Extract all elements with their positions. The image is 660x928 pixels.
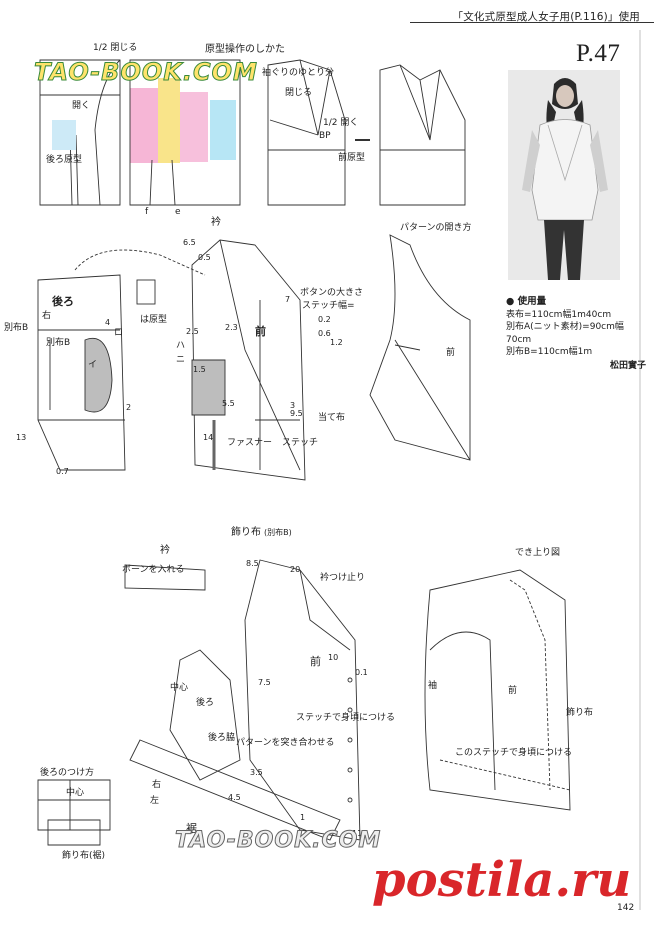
measure: 3.5	[250, 768, 263, 777]
measure: 0.1	[355, 668, 368, 677]
author-name: 松田實子	[609, 360, 646, 371]
watermark-top: TAO-BOOK.COM	[34, 58, 258, 87]
measure: 1	[300, 813, 305, 822]
measure: 10	[328, 653, 338, 662]
title-back-attach: 後ろのつけ方	[40, 766, 94, 778]
label-back: 後ろ	[52, 294, 74, 308]
label-front-block: 前原型	[338, 151, 365, 163]
measure: 6.5	[183, 238, 196, 247]
header-note: 「文化式原型成人女子用(P.116)」使用	[452, 11, 640, 23]
mark-ha: ハ	[176, 341, 185, 351]
label-button-size: ボタンの大きさ	[300, 286, 363, 298]
measure: 7.5	[258, 678, 271, 687]
label-close-half: 1/2 閉じる	[93, 42, 137, 53]
model-figure	[508, 70, 620, 280]
title-pattern-open: パターンの開き方	[400, 221, 472, 233]
label-back2: 後ろ	[196, 696, 214, 708]
label-e: e	[175, 207, 181, 217]
label-fastener: ファスナー	[227, 437, 272, 448]
label-back-side: 後ろ脇	[208, 731, 235, 743]
page-number: 142	[617, 903, 635, 913]
label-stitch-body2: このステッチで身頃につける	[455, 746, 572, 758]
measure: 4	[105, 318, 110, 327]
title-collar2: 衿	[160, 543, 170, 556]
materials-line: 別布B=110cm幅1m	[506, 347, 593, 357]
measure: 0.2	[318, 315, 331, 324]
label-center2: 中心	[66, 786, 84, 798]
measure: 2.5	[186, 327, 199, 336]
materials-line: 表布=110cm幅1m40cm	[506, 309, 612, 320]
label-hem: 裾	[186, 821, 197, 835]
mark-ni: ニ	[176, 355, 185, 365]
label-front-bottom: 前	[310, 654, 321, 668]
label-fabric-b2: 別布B	[46, 336, 70, 348]
label-stitch-body: ステッチで身頃につける	[296, 711, 395, 723]
model-photo	[508, 70, 620, 280]
measure: 7	[285, 295, 290, 304]
mark-ro: ロ	[114, 328, 123, 338]
label-fabric-b: 別布B	[4, 321, 28, 333]
measure: 1.5	[193, 365, 206, 374]
measure: 11	[352, 829, 362, 838]
label-armhole-ease: 袖ぐりのゆとり分	[262, 66, 334, 78]
label-f: f	[145, 207, 149, 217]
measure: 0.7	[56, 467, 69, 476]
label-stitch-width: ステッチ幅=	[302, 299, 355, 311]
measure: 14	[203, 433, 213, 442]
mark-i: イ	[88, 360, 97, 370]
title-decor: 飾り布	[231, 525, 261, 538]
label-decor-hem: 飾り布(裾)	[62, 849, 105, 861]
measure: 5.5	[222, 399, 235, 408]
header-rule	[410, 22, 654, 23]
measure: 20	[290, 565, 300, 574]
label-half-open: 1/2 開く	[323, 117, 358, 128]
label-close: 閉じる	[285, 87, 312, 98]
label-left: 左	[150, 794, 159, 806]
title-operation: 原型操作のしかた	[205, 42, 285, 55]
label-right: 右	[42, 309, 51, 321]
measure: 0.5	[198, 253, 211, 262]
title-finished: でき上り図	[515, 547, 560, 558]
label-bp: BP	[319, 131, 331, 141]
label-match: パターンを突き合わせる	[236, 736, 335, 748]
site-watermark: postila.ru	[372, 852, 632, 908]
materials-heading: ● 使用量	[506, 296, 547, 307]
materials-block: ● 使用量 表布=110cm幅1m40cm 別布A(ニット素材)=90cm幅70…	[506, 296, 646, 372]
label-front-open: 前	[446, 346, 455, 358]
label-front: 前	[255, 324, 266, 338]
measure: 3	[290, 401, 295, 410]
label-sleeve: 袖	[428, 679, 437, 691]
label-front-finished: 前	[508, 684, 517, 696]
label-right2: 右	[152, 778, 161, 790]
measurement-numbers: 6.5 0.5 2.5 4 2 7 0.2 0.6 1.2 3 2.3 1.5 …	[16, 238, 368, 838]
label-front-block2: は原型	[140, 314, 167, 325]
label-back-block: 後ろ原型	[46, 153, 82, 165]
label-stitch: ステッチ	[282, 437, 318, 448]
page-reference: P.47	[576, 40, 621, 67]
label-decor-cloth: 飾り布	[566, 706, 593, 718]
measure: 9.5	[290, 409, 303, 418]
measure: 0.6	[318, 329, 331, 338]
label-facing: 当て布	[318, 411, 345, 423]
measure: 8.5	[246, 559, 259, 568]
title-decor-fabric: (別布B)	[264, 527, 292, 537]
label-center: 中心	[170, 681, 188, 693]
watermark-bottom: TAO-BOOK.COM	[174, 828, 382, 854]
measure: 13	[16, 433, 26, 442]
measure: 1.2	[330, 338, 343, 347]
measure: 4.5	[228, 793, 241, 802]
measure: 2.3	[225, 323, 238, 332]
label-open: 開く	[72, 100, 90, 111]
title-collar: 衿	[211, 215, 221, 228]
measure: 2	[126, 403, 131, 412]
label-bone: ボーンを入れる	[122, 564, 185, 575]
materials-line: 別布A(ニット素材)=90cm幅70cm	[506, 322, 624, 345]
label-collar-stop: 衿つけ止り	[320, 571, 365, 583]
